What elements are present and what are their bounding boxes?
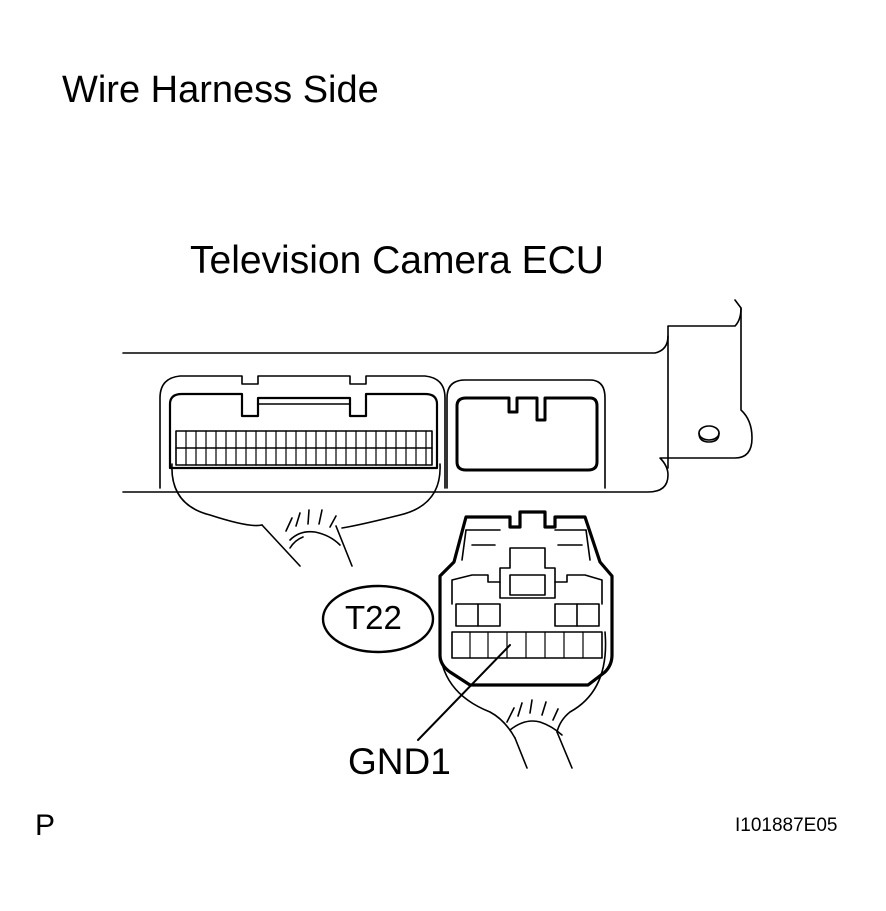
- connector-code: T22: [345, 599, 402, 636]
- t22-harness: [438, 631, 607, 769]
- gnd1-leader-line: [417, 644, 511, 741]
- connector-code-ellipse: [321, 584, 435, 654]
- ecu-label: Television Camera ECU: [190, 239, 604, 282]
- page-marker: P: [35, 809, 56, 842]
- ecu-housing: [122, 299, 753, 493]
- ecu-left-connector: [159, 375, 446, 489]
- harness-connector-t22: [438, 510, 614, 687]
- left-harness: [171, 463, 441, 567]
- ecu-right-socket: [446, 379, 606, 489]
- diagram-title: Wire Harness Side: [62, 69, 379, 111]
- figure-id: I101887E05: [735, 815, 838, 836]
- terminal-label-gnd1: GND1: [348, 741, 451, 782]
